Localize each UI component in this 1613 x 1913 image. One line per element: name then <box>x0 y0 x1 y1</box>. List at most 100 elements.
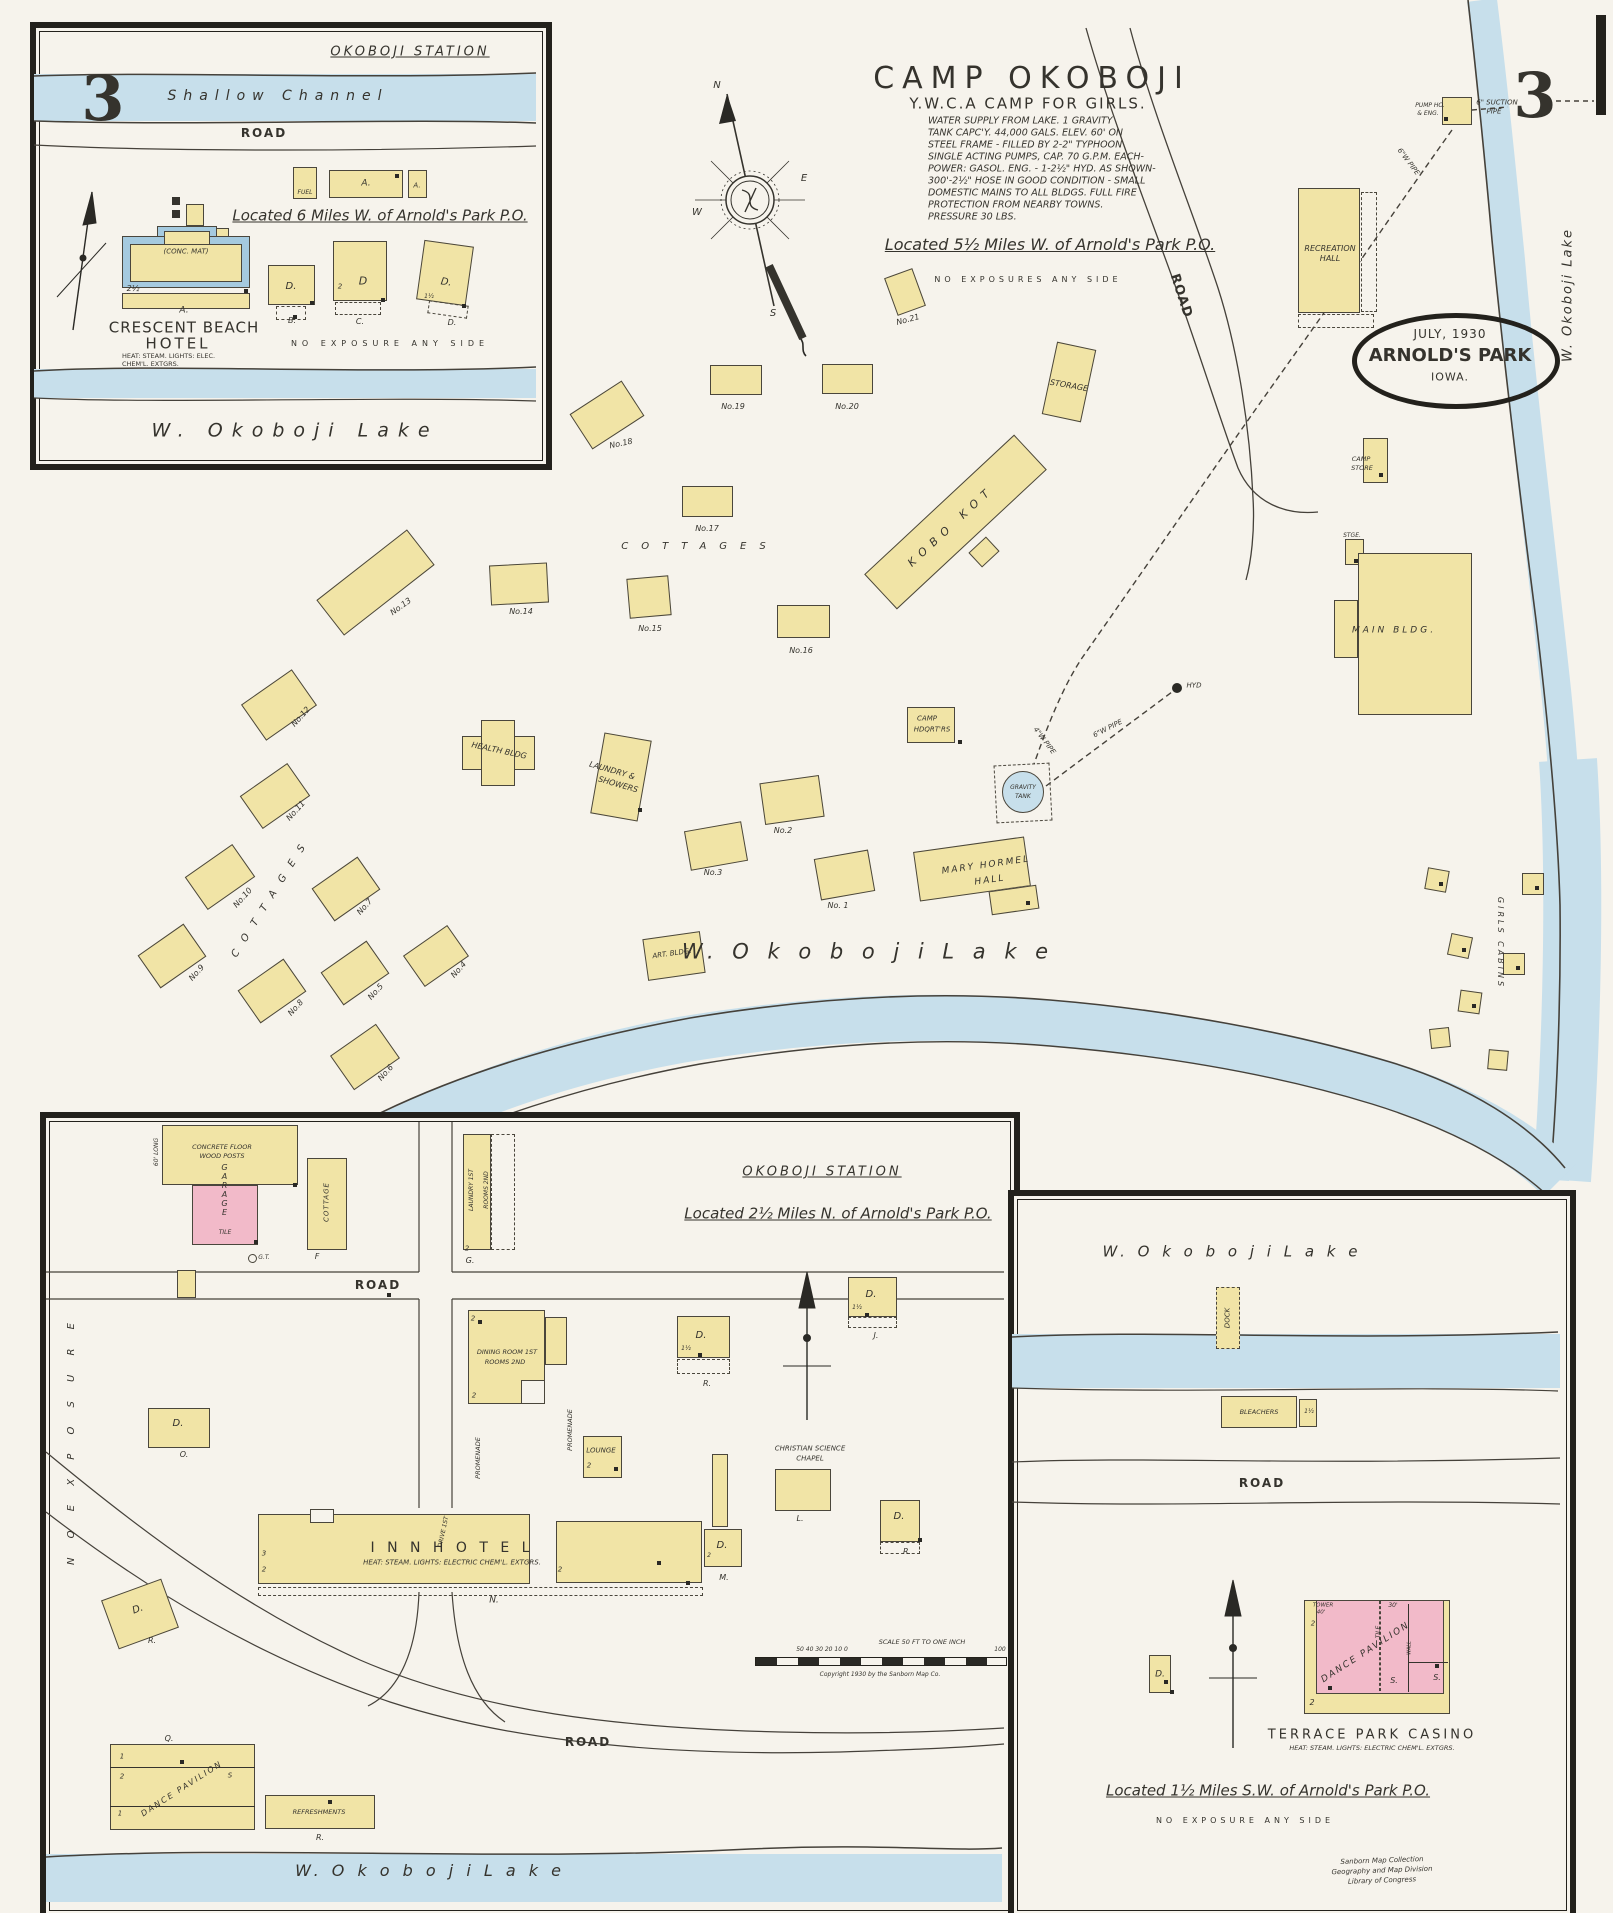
chimney-dot <box>180 1760 184 1764</box>
building <box>880 1542 920 1554</box>
map-label: PROMENADE <box>473 1437 482 1479</box>
cottage <box>884 268 926 316</box>
map-label: D <box>358 274 368 288</box>
map-label: 2 <box>337 282 343 291</box>
map-label: S <box>227 1771 233 1780</box>
map-label: 1½ <box>681 1345 691 1352</box>
chimney-dot <box>1379 473 1383 477</box>
chimney-dot <box>657 1561 661 1565</box>
map-label: No.2 <box>773 826 793 835</box>
girls-cabin <box>1457 989 1483 1015</box>
map-label: POWER: GASOL. ENG. - 1-2½" HYD. AS SHOWN… <box>928 163 1156 175</box>
map-label: 1 <box>119 1752 125 1761</box>
map-label: CONCRETE FLOOR <box>192 1142 252 1151</box>
bleachers <box>1221 1396 1297 1428</box>
cottage <box>776 604 830 638</box>
lake-water-right <box>1467 0 1583 1181</box>
camp-title: CAMP OKOBOJI <box>873 61 1191 96</box>
chimney-dot <box>293 1183 297 1187</box>
map-label: GARAGE <box>220 1163 229 1217</box>
cottage <box>681 485 733 517</box>
camp-headquarters <box>907 707 955 743</box>
boardwalk <box>765 264 807 340</box>
sheet-number-right: 3 <box>1513 59 1557 132</box>
building <box>712 1453 728 1527</box>
map-label: HEAT: STEAM. LIGHTS: ELECTRIC CHEM'L. EX… <box>363 1558 541 1567</box>
map-label: 2 <box>471 1391 477 1400</box>
map-label: Q. <box>164 1734 174 1743</box>
chimney-dot <box>328 1800 332 1804</box>
cottage <box>330 1023 400 1091</box>
chimney-dot <box>1164 1680 1168 1684</box>
map-label: PROMENADE <box>565 1409 574 1451</box>
chimney-dot <box>614 1467 618 1471</box>
lake-label-inset2: W. O k o b o j i L a k e <box>295 1861 565 1880</box>
map-label: N. <box>489 1595 499 1606</box>
scale-bar <box>755 1657 1007 1666</box>
building <box>329 170 403 198</box>
cottage-f <box>307 1158 347 1250</box>
building <box>847 1277 897 1317</box>
girls-cabin <box>1522 873 1544 895</box>
map-label: 300'-2½" HOSE IN GOOD CONDITION - SMALL <box>928 175 1146 187</box>
lounge <box>582 1436 622 1478</box>
inset1-location: Located 6 Miles W. of Arnold's Park P.O. <box>232 206 528 225</box>
map-label: RECREATION <box>1304 244 1356 253</box>
map-label: A. <box>361 178 371 189</box>
map-label: A. <box>179 305 189 316</box>
map-label: TOWER <box>1312 1602 1334 1609</box>
building <box>148 1408 210 1448</box>
lake-label-right: W. Okoboji Lake <box>1560 227 1576 363</box>
map-label: DINING ROOM 1ST <box>476 1347 538 1356</box>
hydrant-label: HYD <box>1186 681 1202 690</box>
map-label: D. <box>893 1511 905 1522</box>
map-label: FUEL <box>297 189 313 196</box>
chimney-dot <box>918 1538 922 1542</box>
map-label: STGE. <box>1343 532 1361 539</box>
building <box>1378 1601 1381 1691</box>
building <box>172 197 180 205</box>
map-label: 2 <box>119 1772 125 1781</box>
building <box>1407 1604 1409 1692</box>
inset1-title: OKOBOJI STATION <box>330 44 490 60</box>
map-label: PRESSURE 30 LBS. <box>928 211 1017 223</box>
map-label: 2 <box>1309 1698 1315 1707</box>
building <box>481 720 515 786</box>
map-label: G. <box>465 1256 475 1265</box>
map-label: TANK CAPC'Y. 44,000 GALS. ELEV. 60' ON <box>928 127 1124 139</box>
compass-rose <box>695 93 805 307</box>
building <box>676 1316 730 1358</box>
map-label: STEEL FRAME - FILLED BY 2-2" TYPHOON <box>928 139 1123 151</box>
map-label: S <box>769 308 777 319</box>
map-label: WATER SUPPLY FROM LAKE. 1 GRAVITY <box>928 115 1113 127</box>
building <box>122 293 250 309</box>
building <box>407 170 427 198</box>
chimney-dot <box>478 1320 482 1324</box>
map-label: No.13 <box>388 596 413 618</box>
map-label: 2 <box>586 1461 592 1470</box>
map-label: S. <box>1433 1673 1441 1682</box>
building <box>172 210 180 218</box>
road-label: ROAD <box>1238 1476 1286 1490</box>
map-label: (CONC. MAT) <box>163 247 209 256</box>
building <box>276 306 306 320</box>
girls-cabin <box>1446 932 1474 960</box>
map-label: No.17 <box>695 524 719 533</box>
map-label: No.18 <box>608 436 634 451</box>
cottage <box>239 762 311 830</box>
map-label: R. <box>702 1379 712 1388</box>
gravity-tank <box>1002 771 1044 813</box>
inset-terrace-park <box>1008 1190 1576 1913</box>
fuel-shed <box>293 167 317 199</box>
chimney-dot <box>244 289 248 293</box>
building <box>186 204 204 226</box>
map-label: N <box>713 80 721 91</box>
cottage <box>315 528 435 636</box>
building <box>491 1134 515 1250</box>
map-label: R. <box>147 1636 157 1645</box>
cottage <box>402 924 470 988</box>
building <box>257 1586 703 1596</box>
inset2-title: OKOBOJI STATION <box>742 1164 902 1180</box>
shoreline-right <box>1467 0 1561 1181</box>
building <box>1299 1399 1317 1427</box>
